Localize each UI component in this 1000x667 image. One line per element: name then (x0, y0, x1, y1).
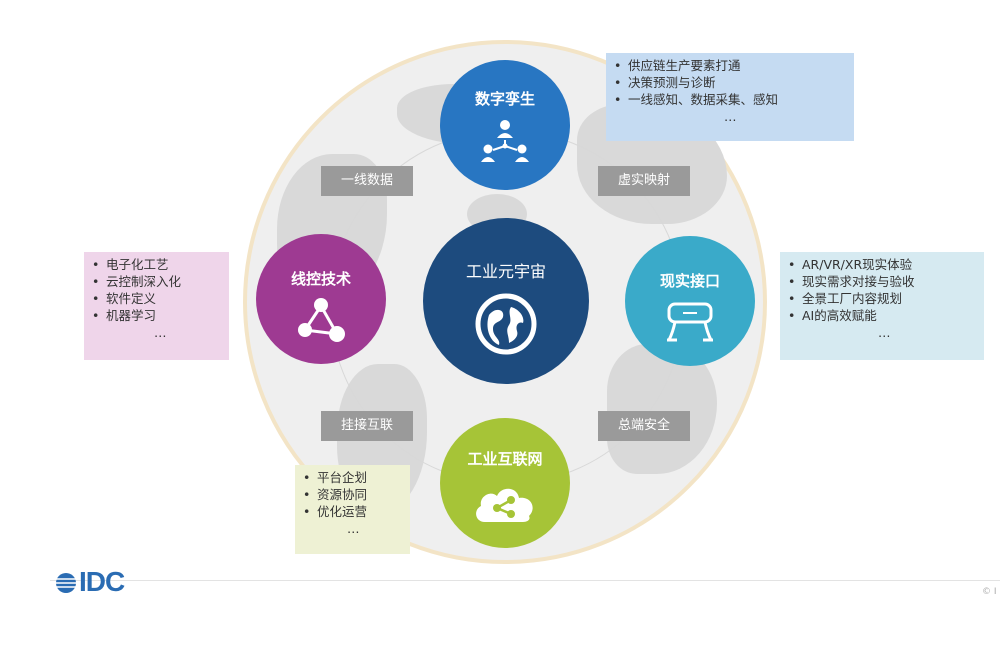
vr-headset-icon (667, 302, 713, 342)
digital-twin-node: 数字孪生 (440, 60, 570, 190)
list-item: 优化运营 (303, 503, 402, 520)
wire-control-node: 线控技术 (256, 234, 386, 364)
list-item: 资源协同 (303, 486, 402, 503)
center-node: 工业元宇宙 (423, 218, 589, 384)
list-item: 供应链生产要素打通 (614, 57, 846, 74)
wire-control-title: 线控技术 (290, 270, 351, 288)
more-ellipsis: … (154, 325, 167, 340)
list-item: 全景工厂内容规划 (788, 290, 976, 307)
footer-divider (50, 580, 1000, 581)
idc-globe-icon (56, 573, 76, 593)
center-node-title: 工业元宇宙 (465, 262, 546, 281)
link-label-bottom-right: 总端安全 (598, 411, 690, 441)
cloud-share-icon (476, 488, 533, 522)
link-label-top-left: 一线数据 (321, 166, 413, 196)
info-box-reality-interface: AR/VR/XR现实体验 现实需求对接与验收 全景工厂内容规划 AI的高效赋能 … (780, 252, 984, 360)
list-item: 云控制深入化 (92, 273, 221, 290)
more-ellipsis: … (878, 325, 891, 340)
logo-text: IDC (79, 566, 125, 597)
list-item: 决策预测与诊断 (614, 74, 846, 91)
info-box-industrial-internet: 平台企划 资源协同 优化运营 … (295, 465, 410, 554)
list-item: AR/VR/XR现实体验 (788, 256, 976, 273)
list-item: 软件定义 (92, 290, 221, 307)
reality-interface-title: 现实接口 (659, 272, 720, 290)
digital-twin-title: 数字孪生 (474, 90, 535, 108)
reality-interface-node: 现实接口 (625, 236, 755, 366)
link-label-top-right: 虚实映射 (598, 166, 690, 196)
list-item: 现实需求对接与验收 (788, 273, 976, 290)
more-ellipsis: … (724, 109, 737, 124)
info-box-digital-twin: 供应链生产要素打通 决策预测与诊断 一线感知、数据采集、感知 … (606, 53, 854, 141)
list-item: AI的高效赋能 (788, 307, 976, 324)
share-nodes-icon (298, 298, 345, 342)
copyright-text: © I (982, 587, 997, 597)
list-item: 平台企划 (303, 469, 402, 486)
list-item: 一线感知、数据采集、感知 (614, 91, 846, 108)
globe-icon (475, 293, 537, 355)
industrial-internet-title: 工业互联网 (467, 450, 543, 468)
link-label-bottom-left: 挂接互联 (321, 411, 413, 441)
industrial-internet-node: 工业互联网 (440, 418, 570, 548)
list-item: 机器学习 (92, 307, 221, 324)
list-item: 电子化工艺 (92, 256, 221, 273)
more-ellipsis: … (347, 521, 360, 536)
info-box-wire-control: 电子化工艺 云控制深入化 软件定义 机器学习 … (84, 252, 229, 360)
people-network-icon (481, 120, 529, 162)
